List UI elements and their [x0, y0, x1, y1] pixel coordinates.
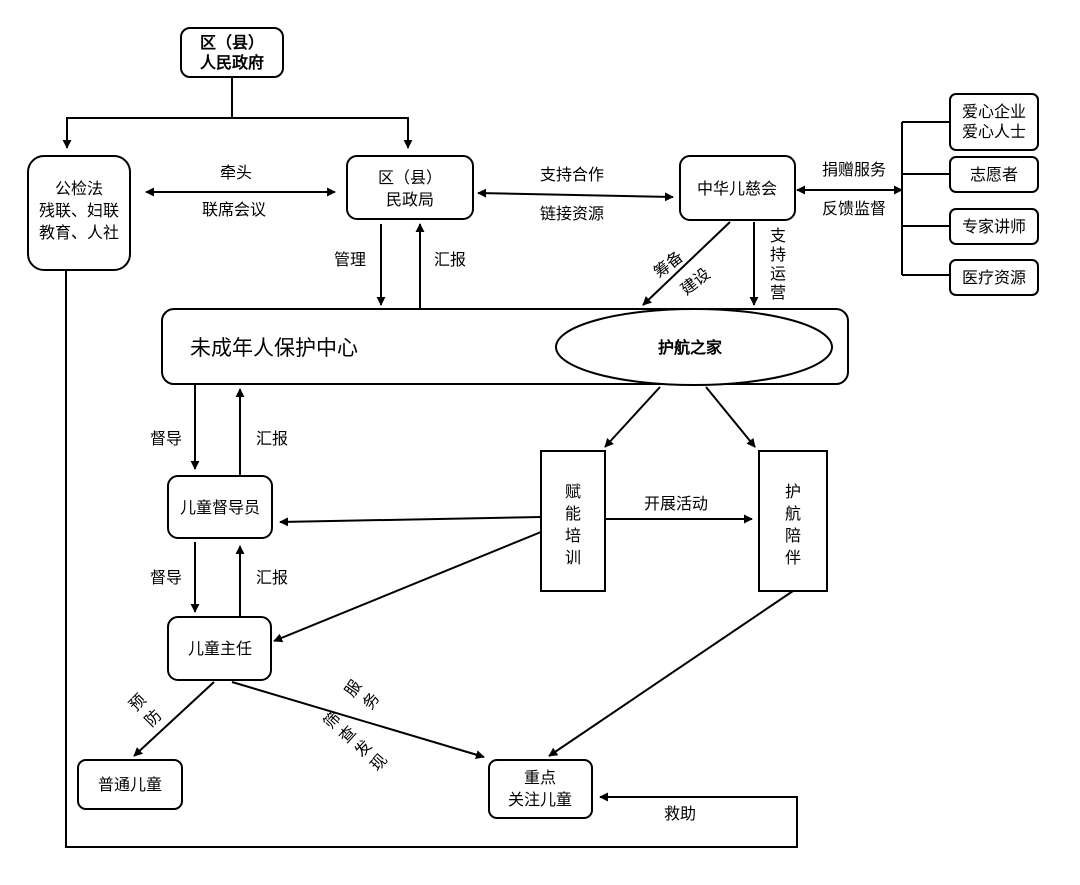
label-prevent: 预 防	[125, 690, 165, 730]
node-gov: 区（县） 人民政府	[180, 27, 284, 78]
home-to-training-arrow	[604, 386, 661, 448]
civil-charity-arrow	[477, 188, 674, 202]
label-manage: 管理	[334, 250, 366, 269]
node-home: 护航之家	[555, 308, 833, 386]
node-volunteer: 志愿者	[949, 156, 1039, 193]
label-support-operate-3: 运	[770, 264, 786, 283]
label-rescue: 救助	[664, 804, 696, 823]
escort-char-4: 伴	[785, 548, 801, 567]
node-escort: 护 航 陪 伴	[758, 450, 828, 592]
corp-label-line2: 爱心人士	[962, 122, 1026, 141]
label-activities: 开展活动	[644, 494, 708, 513]
label-report-civil: 汇报	[434, 250, 466, 269]
gov-label-line2: 人民政府	[200, 53, 264, 72]
prepare-build-arrow	[642, 221, 731, 306]
connectors	[62, 77, 950, 848]
focus-child-label-line1: 重点	[524, 768, 556, 787]
lecturer-label: 专家讲师	[962, 217, 1026, 236]
label-service: 服 务	[341, 676, 384, 713]
label-report-1: 汇报	[256, 429, 288, 448]
escort-char-2: 航	[785, 504, 801, 523]
label-service-2: 务	[359, 689, 384, 713]
label-prepare: 筹备	[650, 247, 687, 282]
node-director: 儿童主任	[167, 616, 272, 681]
gov-to-civil-arrow	[232, 117, 413, 149]
court-label-line1: 公检法	[55, 179, 103, 198]
label-build: 建设	[677, 264, 714, 299]
escort-to-focus-arrow	[548, 590, 794, 757]
home-label: 护航之家	[658, 338, 723, 357]
label-supervise-1: 督导	[150, 429, 182, 448]
node-lecturer: 专家讲师	[949, 208, 1039, 245]
node-charity: 中华儿慈会	[679, 155, 796, 221]
charity-label: 中华儿慈会	[697, 179, 777, 198]
medical-label: 医疗资源	[962, 268, 1026, 287]
civil-label-line2: 民政局	[386, 190, 434, 209]
label-support-operate-4: 营	[770, 283, 786, 302]
civil-label-line1: 区（县）	[378, 168, 442, 187]
center-label: 未成年人保护中心	[190, 336, 358, 360]
label-support-coop: 支持合作	[540, 165, 604, 184]
volunteer-label: 志愿者	[970, 165, 1018, 184]
training-char-2: 能	[565, 504, 581, 523]
prevent-arrow	[133, 681, 215, 757]
label-supervise-2: 督导	[150, 568, 182, 587]
node-training: 赋 能 培 训	[540, 450, 606, 592]
node-supervisor: 儿童督导员	[167, 475, 273, 539]
training-to-director-arrow	[273, 531, 542, 643]
training-char-1: 赋	[565, 482, 581, 501]
rescue-arrow	[65, 270, 798, 848]
training-char-3: 培	[565, 526, 581, 545]
label-feedback-supervise: 反馈监督	[822, 199, 886, 218]
escort-char-3: 陪	[785, 526, 801, 545]
escort-char-1: 护	[785, 482, 801, 501]
label-lead: 牵头	[220, 163, 252, 182]
label-prevent-2: 防	[141, 706, 166, 731]
node-civil: 区（县） 民政局	[346, 155, 474, 220]
label-link-resources: 链接资源	[540, 204, 604, 223]
node-corp: 爱心企业 爱心人士	[949, 93, 1039, 151]
focus-child-label-line2: 关注儿童	[508, 790, 572, 809]
node-focus-child: 重点 关注儿童	[488, 759, 593, 819]
training-to-supervisor-arrow	[279, 516, 542, 527]
gov-label-line1: 区（县）	[200, 33, 264, 52]
home-to-escort-arrow	[705, 386, 756, 448]
label-support-operate-1: 支	[770, 226, 786, 245]
director-label: 儿童主任	[188, 639, 252, 658]
node-normal-child: 普通儿童	[77, 759, 183, 810]
node-court: 公检法 残联、妇联 教育、人社	[27, 155, 131, 271]
gov-to-court-arrow	[62, 77, 233, 149]
service-arrow	[231, 681, 485, 760]
label-joint-meeting: 联席会议	[202, 200, 266, 219]
normal-child-label: 普通儿童	[98, 775, 162, 794]
label-donate-service: 捐赠服务	[822, 160, 886, 179]
label-report-2: 汇报	[256, 568, 288, 587]
training-char-4: 训	[565, 548, 581, 567]
label-support-operate-2: 持	[770, 245, 786, 264]
corp-label-line1: 爱心企业	[962, 102, 1026, 121]
node-medical: 医疗资源	[949, 259, 1039, 296]
court-label-line3: 教育、人社	[39, 223, 119, 242]
court-label-line2: 残联、妇联	[39, 201, 119, 220]
supervisor-label: 儿童督导员	[180, 498, 260, 517]
